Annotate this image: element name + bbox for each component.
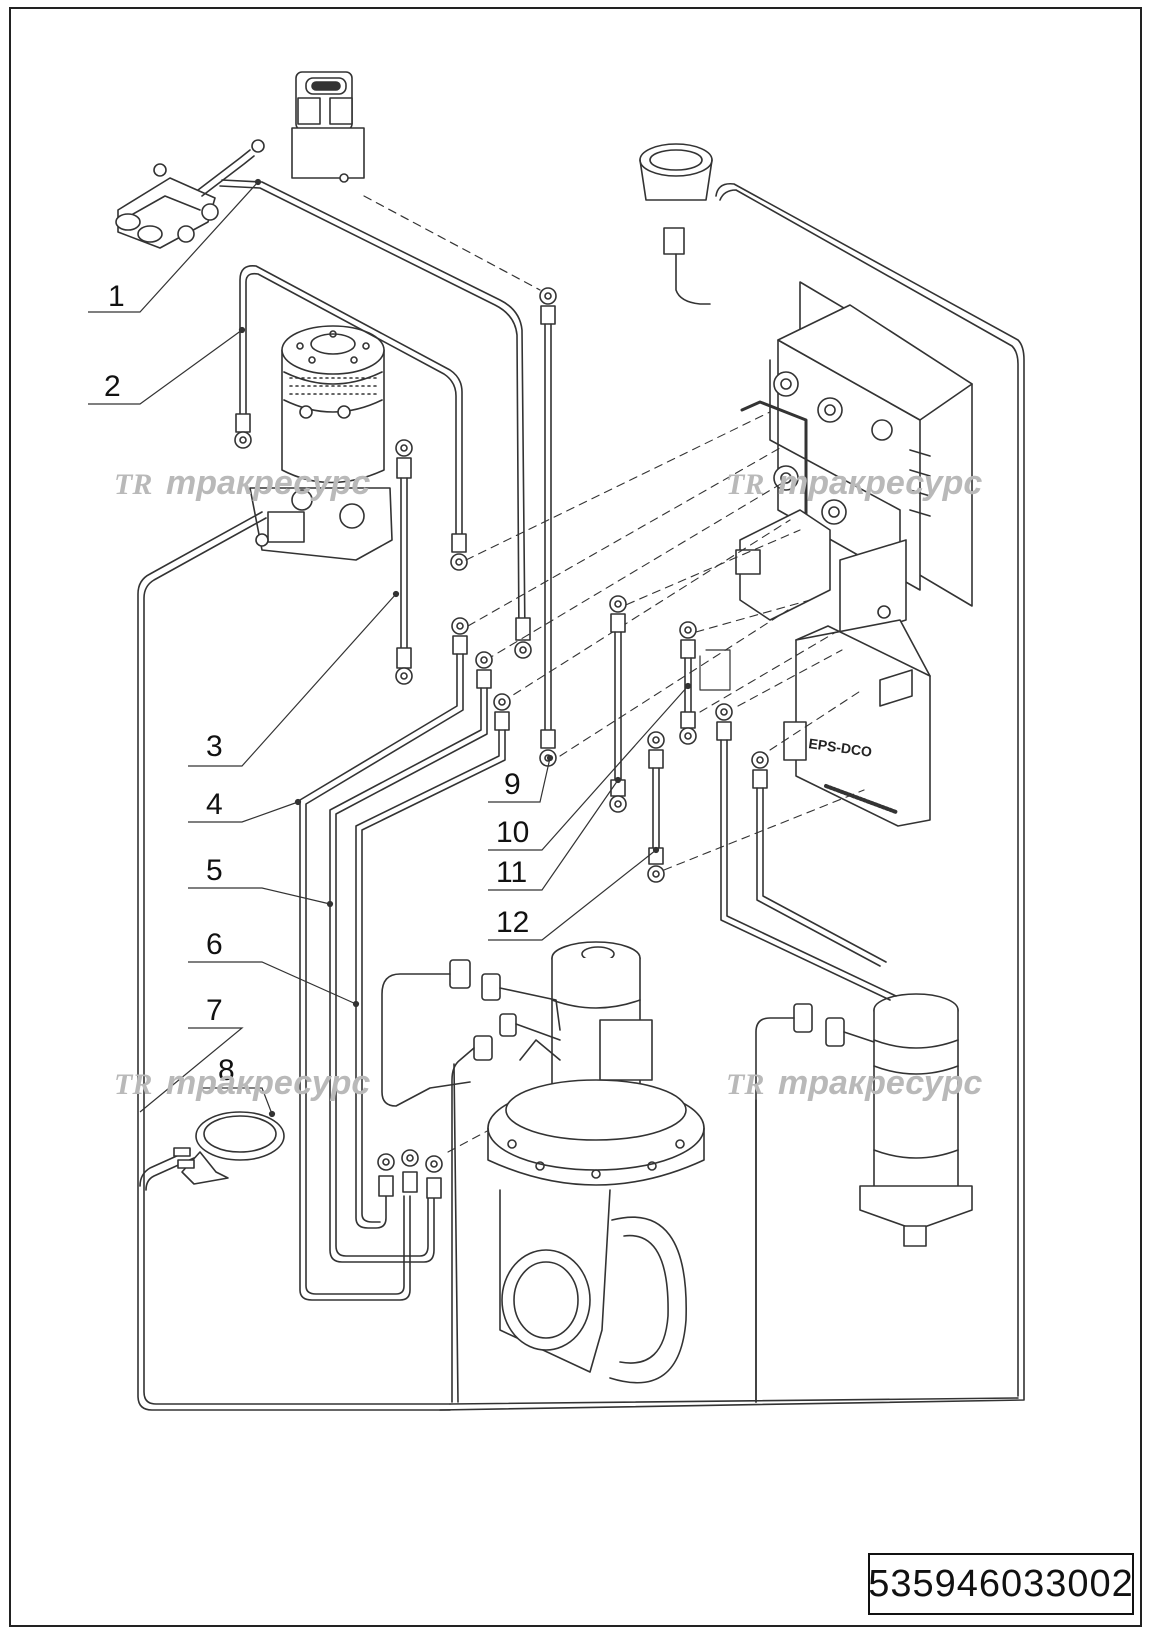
battery-connector: [115, 139, 265, 249]
callout-4: 4: [206, 788, 223, 821]
callout-1: 1: [108, 280, 125, 313]
electromagnetic-brake: [139, 1111, 285, 1191]
svg-text:TR: TR: [114, 1068, 152, 1101]
cable-10: [679, 621, 697, 745]
hour-meter: [439, 143, 1025, 1411]
eps-dco-module: [783, 619, 931, 827]
callout-5: 5: [206, 854, 223, 887]
document-number-box: 535946033002: [868, 1553, 1134, 1615]
callout-2: 2: [104, 370, 121, 403]
cable-5: [329, 651, 493, 1263]
cable-12: [647, 731, 665, 883]
bottom-harness: [449, 1099, 1019, 1405]
callout-9: 9: [504, 768, 521, 801]
cable-11: [609, 595, 627, 813]
svg-text:тракресурс: тракресурс: [166, 1064, 370, 1102]
drive-motor-connectors: [381, 959, 561, 1403]
cable-1: [221, 179, 526, 641]
steering-motor: [755, 993, 973, 1403]
dashed-leader-switch: [363, 195, 541, 291]
callout-11: 11: [496, 856, 527, 889]
motor-controller: [735, 281, 973, 641]
bundle-terminals: [377, 1149, 443, 1199]
cable-9: [539, 287, 557, 767]
pump-motor: [249, 325, 393, 561]
cable-2: [234, 264, 468, 571]
callout-12: 12: [496, 906, 529, 939]
callout-6: 6: [206, 928, 223, 961]
svg-text:TR: TR: [726, 1068, 764, 1101]
ring-terminal-1: [514, 617, 532, 659]
cable-6: [355, 693, 511, 1229]
watermark-1: TR тракресурс: [114, 464, 370, 502]
callout-7: 7: [206, 994, 223, 1027]
document-number: 535946033002: [868, 1562, 1134, 1605]
watermark-4: TR тракресурс: [726, 1064, 982, 1102]
watermark-3: TR тракресурс: [114, 1064, 370, 1102]
drive-unit: [487, 941, 705, 1384]
dashed-leaders: [447, 411, 865, 1153]
svg-text:TR: TR: [114, 468, 152, 501]
cable-3: [395, 439, 413, 685]
callout-8: 8: [218, 1054, 235, 1087]
callout-leaders: [88, 178, 692, 1118]
callout-10: 10: [496, 816, 529, 849]
emergency-stop-switch: [291, 71, 365, 183]
left-harness: [137, 511, 451, 1411]
cable-4: [299, 617, 469, 1301]
svg-text:TR: TR: [726, 468, 764, 501]
svg-text:тракресурс: тракресурс: [166, 464, 370, 502]
callout-3: 3: [206, 730, 223, 763]
steering-cables: [715, 703, 897, 1001]
watermark-2: TR тракресурс: [726, 464, 982, 502]
svg-text:тракресурс: тракресурс: [778, 1064, 982, 1102]
drawing-frame: [9, 7, 1142, 1627]
svg-text:тракресурс: тракресурс: [778, 464, 982, 502]
